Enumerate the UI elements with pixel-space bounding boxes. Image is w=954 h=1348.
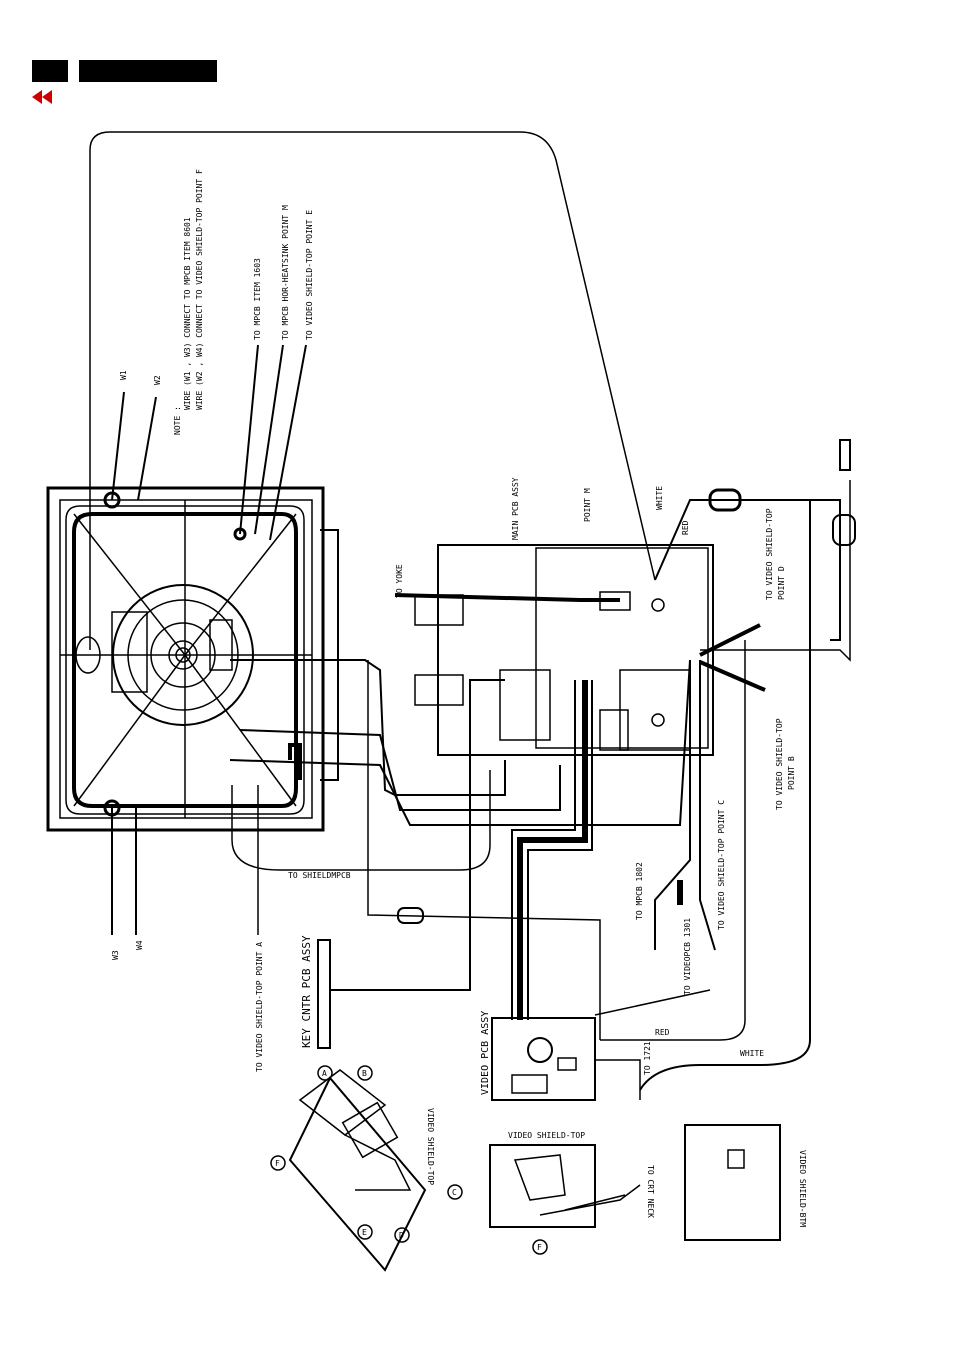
- label-white-bottom: WHITE: [740, 1049, 764, 1058]
- label-to-vs-point-e: TO VIDEO SHIELD-TOP POINT E: [305, 210, 314, 340]
- label-red-bottom: RED: [655, 1028, 670, 1037]
- label-point-b: POINT B: [787, 756, 796, 790]
- top-cable-loop: [89, 131, 656, 650]
- label-w3: W3: [111, 950, 120, 960]
- point-a: A: [322, 1069, 327, 1078]
- label-to-shieldmpcb: TO SHIELDMPCB: [288, 871, 351, 880]
- label-point-m: POINT M: [583, 488, 592, 522]
- label-to-mpcb-item: TO MPCB ITEM 1603: [253, 258, 262, 340]
- label-to-videopcb: TO VIDEOPCB 1301: [683, 918, 692, 995]
- label-point-d: POINT D: [777, 566, 786, 600]
- label-w2: W2: [153, 375, 162, 385]
- point-d: D: [399, 1231, 404, 1240]
- note-line-1: WIRE (W1 , W3) CONNECT TO MPCB ITEM 8601: [183, 217, 192, 410]
- key-cntr-pcb: [317, 939, 331, 1049]
- label-main-pcb: MAIN PCB ASSY: [511, 477, 520, 540]
- note-title: NOTE :: [173, 406, 182, 435]
- label-video-pcb: VIDEO PCB ASSY: [480, 1011, 491, 1095]
- point-e: E: [362, 1228, 367, 1237]
- label-video-shield-btm: VIDEO SHIELD-BTM: [798, 1150, 807, 1227]
- label-to-vs-a: TO VIDEO SHIELD-TOP POINT A: [255, 942, 264, 1072]
- label-white-top: WHITE: [655, 486, 664, 510]
- label-key-cntr: KEY CNTR PCB ASSY: [300, 935, 313, 1048]
- point-c: C: [452, 1188, 457, 1197]
- section-title-box: [79, 60, 217, 82]
- label-to-mpcb-1802: TO MPCB 1802: [635, 862, 644, 920]
- video-shield-top-iso: [270, 1065, 463, 1272]
- label-to-vs-c: TO VIDEO SHIELD-TOP POINT C: [717, 800, 726, 930]
- point-b: B: [362, 1069, 367, 1078]
- double-left-arrow-icon: [32, 90, 52, 104]
- label-to-yoke: TO YOKE: [395, 564, 404, 598]
- label-video-shield-top-a: VIDEO SHIELD-TOP: [426, 1108, 435, 1185]
- page-number-box: [32, 60, 68, 82]
- label-w1: W1: [119, 370, 128, 380]
- video-shield-btm: [684, 1124, 781, 1241]
- label-to-mpcb-hor: TO MPCB HOR-HEATSINK POINT M: [281, 205, 290, 340]
- main-pcb: [414, 544, 714, 756]
- point-f-2: F: [537, 1243, 542, 1252]
- label-red-top: RED: [681, 520, 690, 535]
- back-button[interactable]: [32, 90, 52, 109]
- video-shield-top-flat: [489, 1144, 641, 1255]
- point-f-1: F: [275, 1159, 280, 1168]
- note-line-2: WIRE (W2 , W4) CONNECT TO VIDEO SHIELD-T…: [195, 169, 204, 410]
- label-to-vs-d: TO VIDEO SHIELD-TOP: [765, 508, 774, 600]
- label-w4: W4: [135, 940, 144, 950]
- label-to-crt-neck: TO CRT NECK: [646, 1165, 655, 1218]
- label-video-shield-top-b: VIDEO SHIELD-TOP: [508, 1131, 585, 1140]
- label-to-vs-b: TO VIDEO SHIELD-TOP: [775, 718, 784, 810]
- video-pcb: [491, 1017, 596, 1101]
- label-to-1721: TO 1721: [643, 1041, 652, 1075]
- crt-tube: [46, 486, 339, 832]
